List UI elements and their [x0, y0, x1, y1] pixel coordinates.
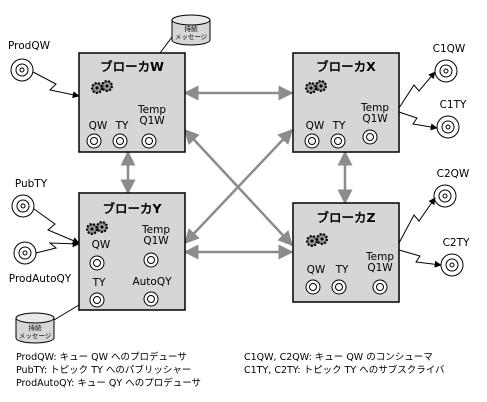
temp-label: Temp — [360, 102, 389, 114]
topic-ty-icon — [331, 279, 347, 295]
temp-label: Temp — [141, 224, 170, 236]
queue-qw-icon — [305, 279, 321, 295]
broker-x: ブローカX QW TY Temp Q1W — [292, 52, 400, 153]
broker-z: ブローカZ QW TY Temp Q1W — [292, 202, 400, 303]
gear-icon — [101, 80, 113, 92]
arrow-prodqw-to-w — [32, 71, 80, 99]
arrow-x-to-c1qw — [398, 71, 436, 109]
queue-qw-label: QW — [307, 264, 326, 276]
broker-z-title: ブローカZ — [316, 210, 375, 225]
store-label: メッセージ — [19, 332, 52, 340]
broker-connections — [120, 85, 353, 260]
client-c1ty: C1TY — [436, 99, 467, 139]
temp-q1w-icon — [141, 133, 157, 149]
topic-ty-label: TY — [332, 120, 346, 132]
gear-icon — [305, 82, 317, 94]
queue-qw-label: QW — [92, 239, 111, 251]
temp-label: Temp — [137, 104, 166, 116]
legend-line: C1TY, C2TY: トピック TY へのサブスクライバ — [244, 365, 445, 376]
temp-q1w-icon — [362, 129, 378, 145]
temp-label: Temp — [365, 251, 394, 263]
legend-line: ProdAutoQY: キュー QY へのプロデューサ — [16, 378, 202, 389]
topic-ty-icon — [330, 133, 346, 149]
client-c2ty: C2TY — [440, 237, 470, 277]
legend-line: C1QW, C2QW: キュー QW のコンシューマ — [244, 352, 433, 363]
gear-icon — [86, 223, 98, 235]
store-label: メッセージ — [175, 33, 208, 41]
store-label: 持続 — [29, 323, 43, 332]
broker-w: ブローカW QW TY Temp Q1W — [78, 52, 186, 153]
temp-q1w-icon — [143, 252, 159, 268]
connection-x-y — [183, 128, 294, 245]
topic-ty-label: TY — [92, 277, 106, 289]
queue-autoqy-icon — [143, 291, 159, 307]
client-label: C1QW — [433, 43, 466, 55]
store-link — [53, 304, 80, 321]
gear-icon — [96, 221, 108, 233]
arrow-pubty-to-y — [33, 208, 80, 244]
broker-y: ブローカY QW TY Temp Q1W AutoQY — [78, 192, 186, 311]
arrow-x-to-c1ty — [398, 111, 438, 131]
client-label: C1TY — [440, 99, 467, 111]
queue-qw-label: QW — [306, 120, 325, 132]
queue-qw-label: QW — [89, 120, 108, 132]
legend-line: ProdQW: キュー QW へのプロデューサ — [16, 352, 187, 363]
arrow-z-to-c2ty — [398, 249, 442, 268]
client-c1qw: C1QW — [433, 43, 466, 83]
legend-right: C1QW, C2QW: キュー QW のコンシューマ C1TY, C2TY: ト… — [244, 351, 445, 377]
topic-ty-label: TY — [335, 264, 349, 276]
gear-icon — [91, 82, 103, 94]
client-prodautoqy: ProdAutoQY — [9, 241, 72, 285]
queue-qw-icon — [304, 133, 320, 149]
client-label: PubTY — [15, 178, 48, 190]
temp-q1w-icon — [372, 279, 388, 295]
queue-qw-icon — [89, 255, 105, 271]
topic-ty-icon — [89, 292, 105, 308]
client-arrows — [32, 71, 442, 268]
client-pubty: PubTY — [11, 178, 48, 218]
temp-q1w-label: Q1W — [362, 113, 388, 125]
temp-q1w-label: Q1W — [367, 262, 393, 274]
broker-w-title: ブローカW — [100, 59, 164, 74]
store-link — [159, 36, 173, 54]
arrow-z-to-c2qw — [398, 197, 436, 244]
persistent-store-bottom: 持続 メッセージ — [15, 312, 55, 344]
topic-ty-label: TY — [115, 120, 129, 132]
queue-qw-icon — [86, 133, 102, 149]
temp-q1w-label: Q1W — [143, 235, 169, 247]
client-c2qw: C2QW — [433, 168, 470, 208]
gear-icon — [316, 233, 328, 245]
gear-icon — [315, 80, 327, 92]
broker-y-title: ブローカY — [102, 201, 162, 216]
client-label: C2QW — [437, 168, 470, 180]
client-label: ProdQW — [8, 40, 51, 52]
client-prodqw: ProdQW — [8, 40, 51, 82]
persistent-store-top: 持続 メッセージ — [171, 14, 211, 46]
client-label: ProdAutoQY — [9, 273, 72, 285]
store-label: 持続 — [185, 24, 199, 33]
legend-line: PubTY: トピック TY へのパブリッシャー — [16, 365, 192, 376]
legend-left: ProdQW: キュー QW へのプロデューサ PubTY: トピック TY へ… — [16, 351, 201, 390]
broker-x-title: ブローカX — [316, 59, 376, 74]
arrow-prodautoqy-to-y — [35, 240, 80, 254]
temp-q1w-label: Q1W — [139, 115, 165, 127]
topic-ty-icon — [112, 133, 128, 149]
queue-autoqy-label: AutoQY — [132, 276, 172, 288]
gear-icon — [306, 235, 318, 247]
client-label: C2TY — [443, 237, 470, 249]
